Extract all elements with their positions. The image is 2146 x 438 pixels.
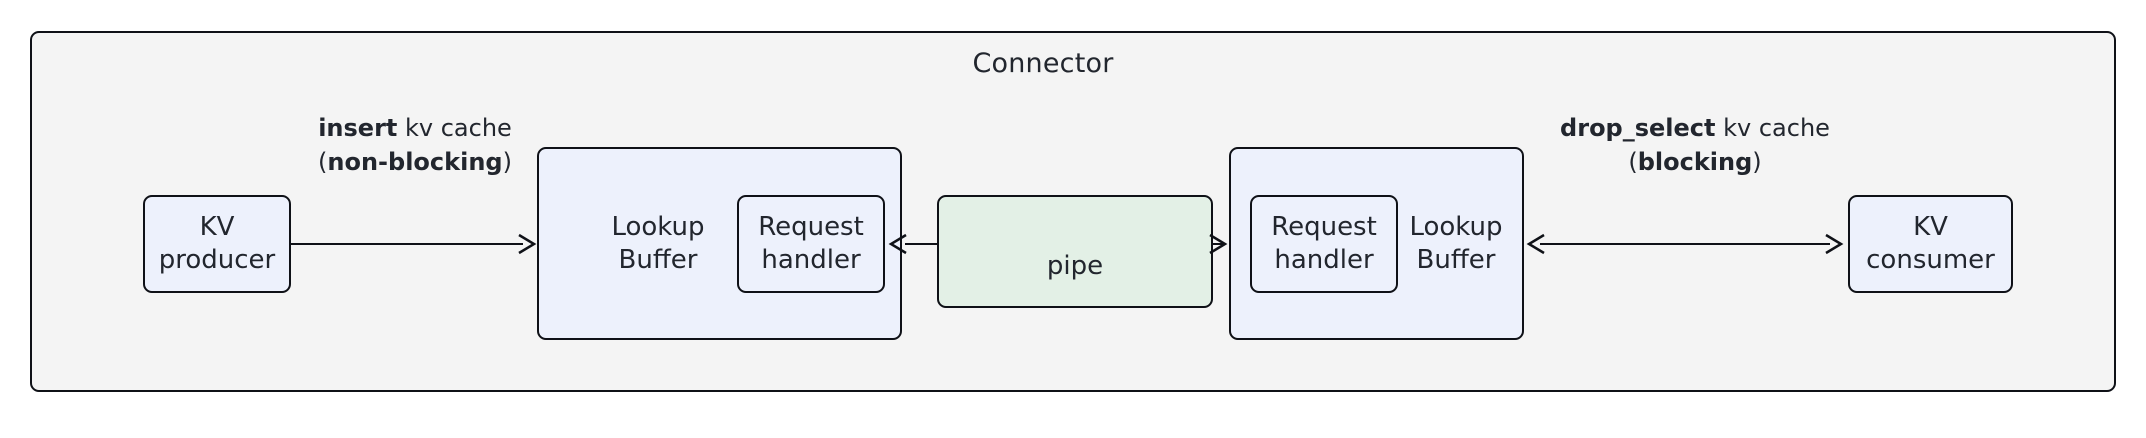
arrow-pipe-to-right-head (1206, 232, 1230, 256)
node-pipe[interactable]: pipe (937, 195, 1213, 308)
edge-label-drop-select: drop_select kv cache (blocking) (1545, 111, 1845, 179)
edge-label-insert-bold: insert (318, 114, 398, 142)
arrow-insert-line (291, 243, 523, 245)
node-left-lookup-buffer-label: Lookup Buffer (611, 212, 705, 276)
edge-label-insert-paren-close: ) (502, 148, 512, 177)
edge-label-drop-select-mode: blocking (1637, 148, 1753, 177)
edge-label-insert-paren-open: ( (318, 148, 328, 177)
node-kv-producer-label: KV producer (158, 211, 276, 275)
node-left-lookup-buffer[interactable]: Lookup Buffer (537, 147, 902, 340)
edge-label-drop-select-rest: kv cache (1715, 114, 1830, 142)
arrow-drop-select-line (1540, 243, 1830, 245)
edge-label-drop-select-paren-open: ( (1628, 148, 1638, 177)
node-left-request-handler[interactable]: Request handler (737, 195, 885, 293)
node-kv-consumer[interactable]: KV consumer (1848, 195, 2013, 293)
arrow-drop-select-head-left (1524, 232, 1548, 256)
node-kv-consumer-label: KV consumer (1866, 211, 1995, 275)
node-right-lookup-buffer-label: Lookup Buffer (1409, 212, 1503, 276)
edge-label-drop-select-bold: drop_select (1560, 114, 1716, 142)
edge-label-insert-rest: kv cache (397, 114, 512, 142)
edge-label-insert-mode: non-blocking (327, 148, 503, 177)
edge-label-insert: insert kv cache (non-blocking) (295, 111, 535, 179)
node-kv-producer[interactable]: KV producer (143, 195, 291, 293)
connector-title: Connector (972, 48, 1114, 79)
node-pipe-label: pipe (1046, 250, 1104, 281)
arrow-drop-select-head-right (1822, 232, 1846, 256)
edge-label-drop-select-paren-close: ) (1752, 148, 1762, 177)
node-right-request-handler-label: Request handler (1271, 211, 1377, 275)
arrow-insert-head-right (515, 232, 539, 256)
arrow-pipe-to-left-head (886, 232, 910, 256)
node-right-request-handler[interactable]: Request handler (1250, 195, 1398, 293)
node-left-request-handler-label: Request handler (758, 211, 864, 275)
